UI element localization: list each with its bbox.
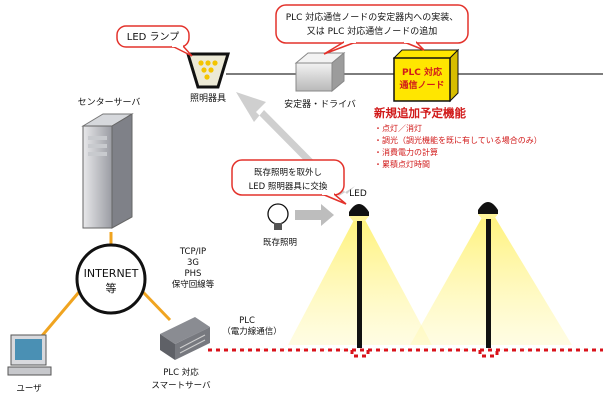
label-existing-light: 既存照明 [263,237,297,248]
new-feature-item-1: ・調光（調光機能を既に有している場合のみ） [374,135,542,145]
plc-node-box-icon [392,48,460,103]
label-ballast-driver: 安定器・ドライバ [284,98,356,110]
label-plc-line1: PLC [239,316,255,326]
callout-replace-line1: 既存照明を取外し [254,167,322,178]
street-lamp-icon [478,202,498,348]
label-center-server: センターサーバ [78,97,141,108]
callout-replace-line2: LED 照明器具に交換 [249,181,328,192]
callout-led-lamp: LED ランプ [116,25,193,57]
smart-server-icon [160,317,210,360]
replace-arrow-icon [236,92,355,196]
label-lighting-fixture: 照明器具 [190,93,226,104]
plc-node-box-line2: 通信ノード [399,79,444,91]
new-feature-item-3: ・累積点灯時間 [374,159,430,169]
ballast-box-icon [294,51,346,93]
existing-bulb-icon [267,203,289,230]
replace-small-arrow-icon [295,204,334,226]
label-smart-server-line2: スマートサーバ [151,381,211,391]
label-user: ユーザ [16,384,42,394]
callout-led-lamp-text: LED ランプ [127,31,179,43]
internet-label-line1: INTERNET [84,267,139,280]
new-feature-item-0: ・点灯／消灯 [374,123,422,133]
plc-dashed-line [208,348,603,358]
callout-plc-node-line1: PLC 対応通信ノードの安定器内への実装、 [286,11,459,23]
computer-icon [7,334,52,376]
internet-label-line2: 等 [106,281,117,295]
callout-plc-node: PLC 対応通信ノードの安定器内への実装、 又は PLC 対応通信ノードの追加 [275,4,469,55]
callout-plc-node-line2: 又は PLC 対応通信ノードの追加 [307,25,437,37]
comm-method-1: 3G [187,258,199,268]
label-led: LED [349,189,367,199]
server-tower-icon [81,113,134,229]
label-plc-line2: （電力線通信） [222,326,282,337]
label-smart-server-line1: PLC 対応 [163,367,199,378]
comm-method-0: TCP/IP [179,247,206,257]
led-lamp-icon [185,52,231,89]
comm-method-2: PHS [185,269,202,279]
street-lamp-icon [349,204,369,348]
new-feature-item-2: ・消費電力の計算 [374,147,438,157]
callout-replace: 既存照明を取外し LED 照明器具に交換 [231,159,347,205]
plc-node-box-line1: PLC 対応 [402,66,442,78]
comm-method-3: 保守回線等 [172,279,215,290]
new-features-title: 新規追加予定機能 [374,106,466,120]
internet-circle-icon [75,243,147,315]
